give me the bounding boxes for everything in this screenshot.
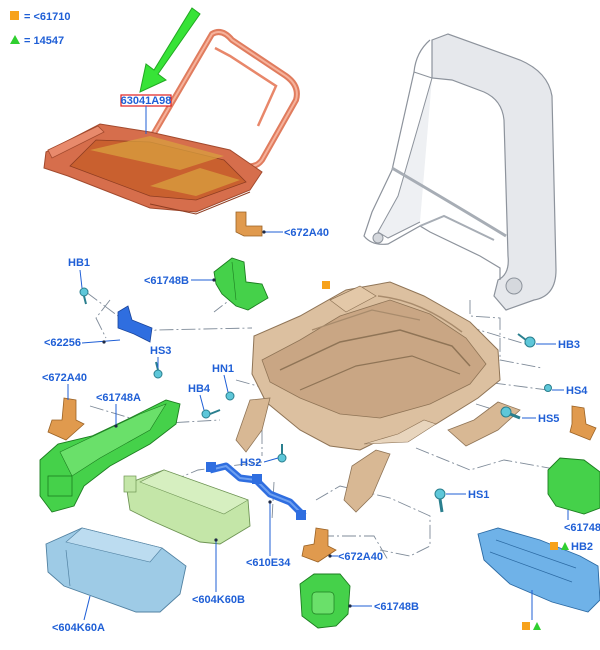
bolt-hs1 — [434, 488, 446, 513]
bottom-triangle-icon — [533, 622, 541, 630]
bolt-hn1 — [225, 391, 235, 401]
blue-module — [477, 527, 600, 613]
callout-604k60a: <604K60A — [52, 622, 105, 634]
legend: = <61710 = 14547 — [10, 11, 71, 47]
bolt-hs2 — [277, 444, 287, 463]
callout-hs4: HS4 — [566, 385, 588, 397]
bolt-hb1 — [79, 287, 89, 305]
orange-bracket-left — [47, 397, 85, 441]
green-bracket-61748-right — [547, 457, 600, 515]
callout-604k60b: <604K60B — [192, 594, 245, 606]
callout-hs1: HS1 — [468, 489, 489, 501]
seat-cushion-frame — [235, 281, 521, 513]
bolt-hs3 — [153, 361, 163, 379]
callout-61748-right: <61748 — [564, 522, 600, 534]
callout-672a40-top: <672A40 — [284, 227, 329, 239]
bolt-hb3 — [517, 333, 536, 348]
callout-hb3: HB3 — [558, 339, 580, 351]
callout-672a40-bottom: <672A40 — [338, 551, 383, 563]
callout-hb1: HB1 — [68, 257, 90, 269]
seat-heater-mat — [43, 29, 300, 215]
callout-hs2: HS2 — [240, 457, 261, 469]
callout-63041a98-label: 63041A98 — [121, 95, 172, 107]
callout-hb4: HB4 — [188, 383, 211, 395]
wire-harness-610e34 — [206, 462, 307, 520]
orange-bracket-right — [569, 405, 597, 441]
callout-61748a: <61748A — [96, 392, 141, 404]
callout-61748b-bottom: <61748B — [374, 601, 419, 613]
orange-bracket-bottom — [301, 527, 337, 563]
callout-hs3: HS3 — [150, 345, 171, 357]
seat-back-frame — [363, 33, 557, 311]
cushion-604k60b — [123, 469, 251, 545]
bolt-hb4 — [201, 409, 221, 419]
callout-hs5: HS5 — [538, 413, 559, 425]
bolt-hs4 — [544, 384, 552, 392]
callout-610e34: <610E34 — [246, 557, 291, 569]
legend-square-label: = <61710 — [24, 11, 71, 23]
green-bracket-61748b-bottom — [299, 573, 351, 629]
green-shield-61748a — [39, 399, 181, 513]
callout-hn1: HN1 — [212, 363, 234, 375]
callout-61748b-top: <61748B — [144, 275, 189, 287]
legend-square-icon — [10, 11, 19, 20]
legend-triangle-icon — [10, 35, 20, 44]
legend-triangle-label: = 14547 — [24, 35, 64, 47]
fasteners — [79, 287, 552, 513]
green-bracket-61748b-top — [213, 257, 269, 311]
frame-square-marker — [322, 281, 330, 289]
orange-bracket-top — [235, 211, 263, 237]
bottom-square-icon — [522, 622, 530, 630]
bolt-hs5 — [500, 406, 521, 420]
cushion-604k60a — [45, 527, 187, 613]
callouts: <672A40 <61748B HB1 <62256 HS3 HN1 HB4 <… — [42, 227, 600, 634]
callout-63041a98: 63041A98 — [120, 94, 172, 134]
hb2-triangle-icon — [561, 542, 569, 550]
pointer-arrow — [139, 7, 201, 93]
callout-672a40-left: <672A40 — [42, 372, 87, 384]
hb2-square-icon — [550, 542, 558, 550]
bracket-62256 — [117, 305, 153, 343]
callout-62256: <62256 — [44, 337, 81, 349]
callout-hb2: HB2 — [571, 541, 593, 553]
